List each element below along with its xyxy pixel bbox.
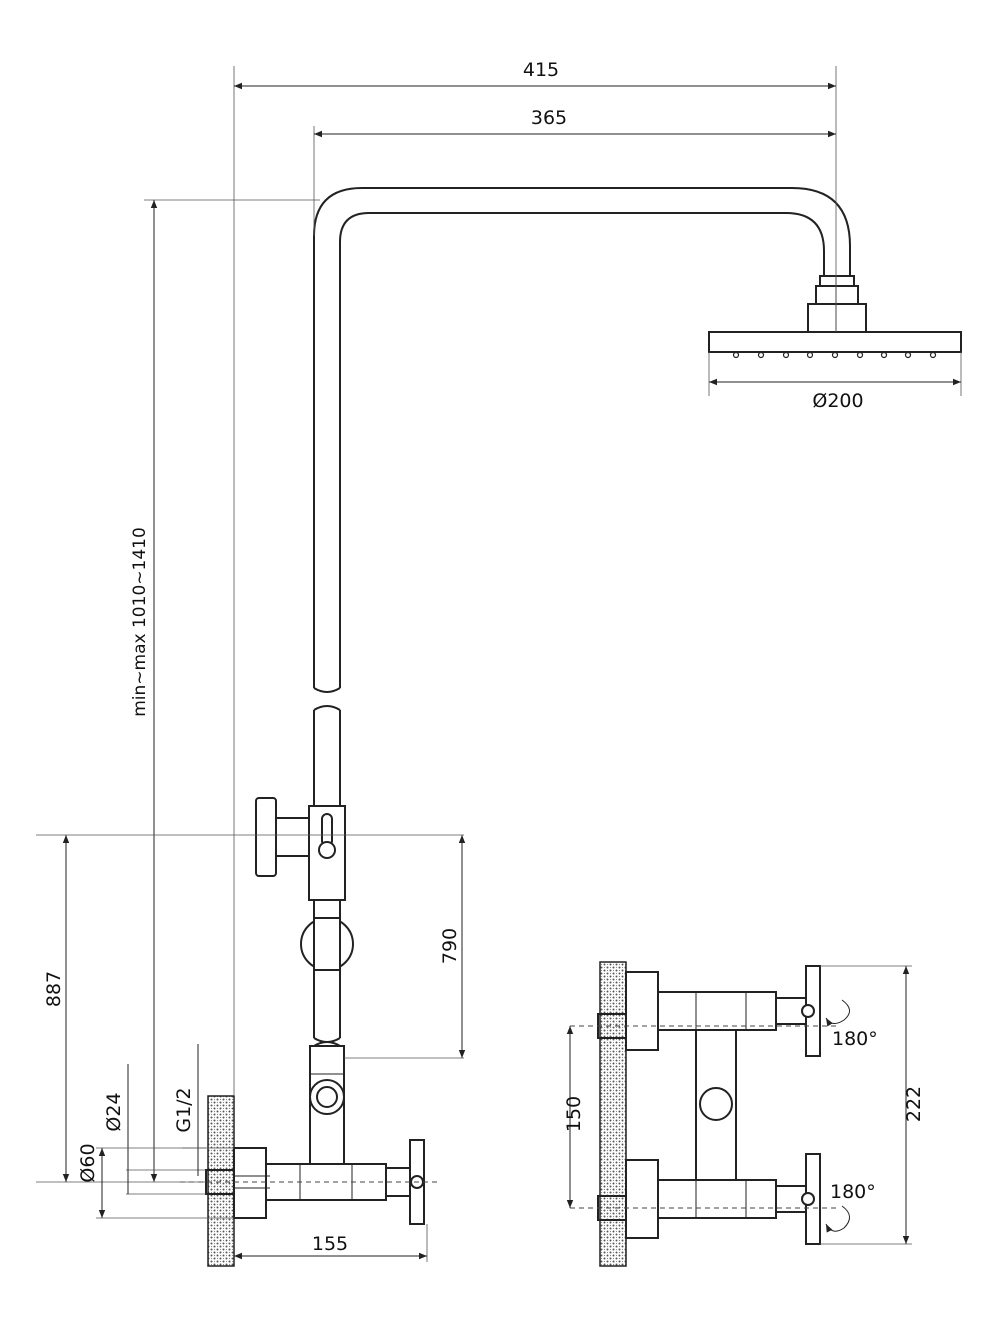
nozzle-row — [732, 351, 937, 359]
dim-thread: G1/2 — [173, 1087, 195, 1132]
dim-spacing-150: 150 — [563, 1096, 585, 1132]
dim-height-range: min~max 1010~1410 — [130, 527, 150, 717]
main-dimensions: 415 365 Ø200 min~max 1010~1410 887 790 Ø… — [36, 59, 962, 1262]
rotation-top-label: 180° — [832, 1028, 878, 1050]
dim-width-415: 415 — [523, 59, 559, 81]
dim-spacing-222: 222 — [903, 1086, 925, 1122]
side-wall-section — [599, 961, 627, 1267]
riser-break-bottom — [313, 705, 341, 711]
dim-depth-155: 155 — [312, 1233, 348, 1255]
diverter — [309, 1045, 345, 1167]
shower-head — [708, 275, 962, 359]
rotation-arrow-bottom — [825, 1205, 850, 1233]
dim-head-diameter: Ø200 — [812, 390, 863, 412]
dim-height-790: 790 — [439, 928, 461, 964]
shower-arm — [313, 187, 851, 688]
dim-flange-diameter: Ø60 — [77, 1143, 99, 1182]
dim-width-365: 365 — [531, 107, 567, 129]
rotation-arrow-top — [825, 999, 850, 1027]
side-dimensions: 150 222 — [563, 965, 925, 1245]
wall-bracket — [300, 917, 354, 971]
side-view: 180° 180° — [570, 961, 878, 1267]
rotation-bottom-label: 180° — [830, 1181, 876, 1203]
main-view — [180, 187, 962, 1267]
side-valve-top — [570, 965, 840, 1057]
side-valve-bottom — [570, 1153, 840, 1245]
riser-break-top — [313, 687, 341, 693]
slide-holder — [255, 797, 346, 901]
dim-height-887: 887 — [43, 971, 65, 1007]
wall-section — [207, 1095, 235, 1267]
dim-outlet-diameter: Ø24 — [103, 1092, 125, 1131]
